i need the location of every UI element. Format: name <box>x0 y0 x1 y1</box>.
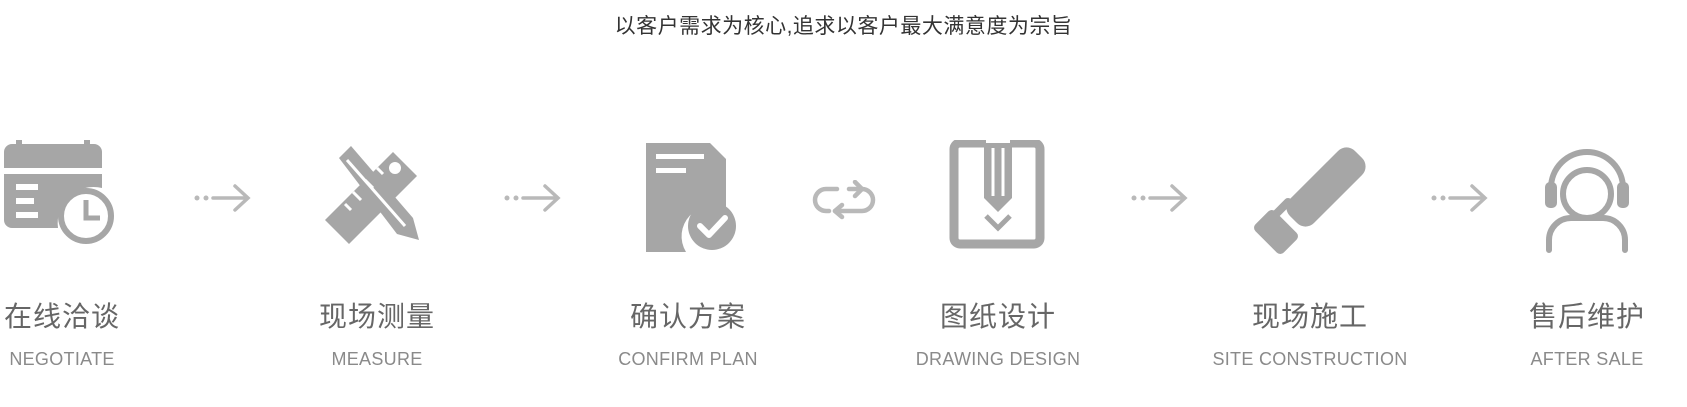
step-after-sale[interactable]: 售后维护 AFTER SALE <box>1487 140 1687 370</box>
step-subtitle: MEASURE <box>331 349 423 369</box>
calendar-clock-icon <box>4 140 114 244</box>
step-title: 图纸设计 <box>939 301 1056 332</box>
headset-support-icon <box>1545 149 1629 253</box>
step-title: 现场施工 <box>1251 301 1368 332</box>
dotted-arrow-icon <box>194 184 251 212</box>
document-check-icon <box>646 143 736 252</box>
step-confirm-plan[interactable]: 确认方案 CONFIRM PLAN <box>588 140 788 370</box>
dotted-arrow-icon <box>1131 184 1188 212</box>
step-subtitle: DRAWING DESIGN <box>915 349 1081 369</box>
step-subtitle: CONFIRM PLAN <box>618 349 758 369</box>
step-subtitle: NEGOTIATE <box>9 349 115 369</box>
step-negotiate[interactable]: 在线洽谈 NEGOTIATE <box>0 140 162 370</box>
loop-arrows-icon <box>812 180 876 220</box>
step-title: 确认方案 <box>629 301 746 332</box>
step-measure[interactable]: 现场测量 MEASURE <box>277 140 477 370</box>
dotted-arrow-icon <box>1431 184 1488 212</box>
step-site-construction[interactable]: 现场施工 SITE CONSTRUCTION <box>1210 140 1410 370</box>
step-subtitle: SITE CONSTRUCTION <box>1212 349 1408 369</box>
step-title: 现场测量 <box>318 301 435 332</box>
drawing-pencil-icon <box>949 140 1045 249</box>
dotted-arrow-icon <box>504 184 561 212</box>
paint-roller-icon <box>1254 147 1366 254</box>
ruler-pencil-icon <box>325 146 419 244</box>
step-title: 售后维护 <box>1528 301 1645 332</box>
step-subtitle: AFTER SALE <box>1530 349 1644 369</box>
step-drawing-design[interactable]: 图纸设计 DRAWING DESIGN <box>898 140 1098 370</box>
tagline: 以客户需求为核心,追求以客户最大满意度为宗旨 <box>614 15 1073 38</box>
step-title: 在线洽谈 <box>3 301 120 332</box>
